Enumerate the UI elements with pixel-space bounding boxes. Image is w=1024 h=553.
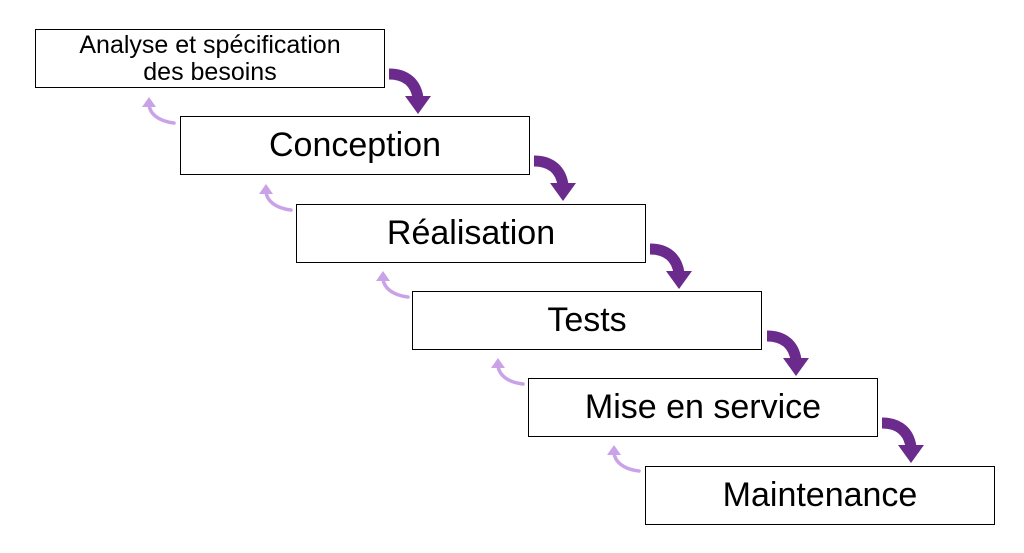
phase-maintenance: Maintenance — [645, 466, 995, 525]
feedback-arrow-3 — [374, 269, 410, 299]
feedback-arrow-2 — [257, 182, 293, 212]
feedback-arrow-4 — [489, 356, 525, 386]
forward-arrow-4 — [767, 336, 809, 376]
forward-arrow-1 — [389, 74, 431, 114]
feedback-arrow-1 — [140, 95, 176, 125]
phase-mise-en-service: Mise en service — [528, 378, 878, 437]
phase-analyse-specification: Analyse et spécification des besoins — [35, 29, 385, 88]
phase-tests: Tests — [412, 291, 762, 350]
forward-arrow-3 — [650, 249, 692, 289]
feedback-arrow-5 — [605, 443, 641, 473]
forward-arrow-5 — [882, 423, 924, 463]
phase-realisation: Réalisation — [296, 204, 646, 263]
forward-arrow-2 — [534, 161, 576, 201]
phase-conception: Conception — [180, 116, 530, 175]
